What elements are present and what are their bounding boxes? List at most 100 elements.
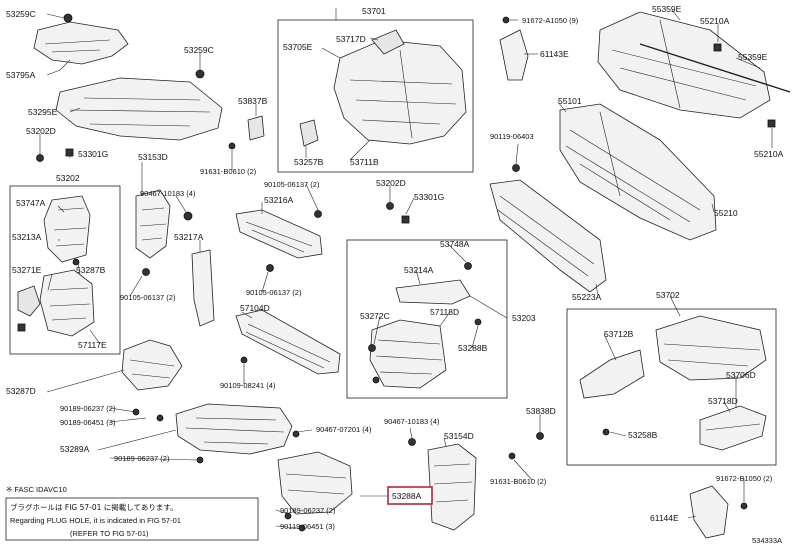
label-90119-06403[interactable]: 90119-06403 bbox=[490, 132, 534, 141]
label-53705e[interactable]: 53705E bbox=[283, 42, 313, 52]
label-53288b[interactable]: 53288B bbox=[458, 343, 488, 353]
label-53216a[interactable]: 53216A bbox=[264, 195, 294, 205]
label-53717d[interactable]: 53717D bbox=[336, 34, 366, 44]
label-53748a[interactable]: 53748A bbox=[440, 239, 470, 249]
label-53301g[interactable]: 53301G bbox=[78, 149, 108, 159]
label-53259c[interactable]: 53259C bbox=[184, 45, 214, 55]
label-53202d[interactable]: 53202D bbox=[376, 178, 406, 188]
label-91631-b0610[interactable]: 91631-B0610 (2) bbox=[200, 167, 257, 176]
label-53295e[interactable]: 53295E bbox=[28, 107, 58, 117]
label-53258b[interactable]: 53258B bbox=[628, 430, 658, 440]
part-53718d-detail bbox=[705, 423, 761, 431]
label-53795a[interactable]: 53795A bbox=[6, 70, 36, 80]
label-53213a[interactable]: 53213A bbox=[12, 232, 42, 242]
label-55210a[interactable]: 55210A bbox=[754, 149, 784, 159]
label-53287d[interactable]: 53287D bbox=[6, 386, 36, 396]
label-90189-06451[interactable]: 90189-06451 (3) bbox=[60, 418, 116, 427]
label-55101[interactable]: 55101 bbox=[558, 96, 582, 106]
label-53202d[interactable]: 53202D bbox=[26, 126, 56, 136]
label-53272c[interactable]: 53272C bbox=[360, 311, 390, 321]
part-53153d-detail bbox=[139, 207, 167, 241]
label-53706d[interactable]: 53706D bbox=[726, 370, 756, 380]
label-61144e[interactable]: 61144E bbox=[650, 513, 679, 523]
part-61144e-shape bbox=[689, 485, 729, 539]
part-53718d-shape bbox=[699, 405, 767, 451]
label-90105-06137[interactable]: 90105-06137 (2) bbox=[120, 293, 176, 302]
clip-53301g-mid bbox=[401, 215, 410, 224]
bolt-53202d-left bbox=[36, 154, 44, 162]
label-90105-06137[interactable]: 90105-06137 (2) bbox=[264, 180, 320, 189]
part-53217a-shape bbox=[191, 249, 215, 327]
label-53271e[interactable]: 53271E bbox=[12, 265, 42, 275]
label-53702[interactable]: 53702 bbox=[656, 290, 680, 300]
label-53301g[interactable]: 53301G bbox=[414, 192, 444, 202]
label-53287b[interactable]: 53287B bbox=[76, 265, 106, 275]
label-53747a[interactable]: 53747A bbox=[16, 198, 46, 208]
label-91672-b1050[interactable]: 91672-B1050 (2) bbox=[716, 474, 773, 483]
label-90189-06237[interactable]: 90189-06237 (2) bbox=[280, 506, 336, 515]
label-57104d[interactable]: 57104D bbox=[240, 303, 270, 313]
note-fasc: ※ FASC IDAVC10 bbox=[6, 485, 67, 494]
label-53257b[interactable]: 53257B bbox=[294, 157, 324, 167]
part-55101-detail bbox=[565, 111, 701, 223]
label-53718d[interactable]: 53718D bbox=[708, 396, 738, 406]
bolt-53202d-mid bbox=[386, 202, 394, 210]
label-90467-10183[interactable]: 90467-10183 (4) bbox=[384, 417, 440, 426]
highlight-box-53288a[interactable] bbox=[387, 486, 433, 505]
label-53202[interactable]: 53202 bbox=[56, 173, 80, 183]
part-57104d-detail bbox=[245, 323, 331, 369]
part-61143e-shape bbox=[499, 29, 529, 81]
part-57117e-shape bbox=[39, 269, 95, 337]
part-53153d-shape bbox=[135, 189, 171, 259]
group-box-53701 bbox=[277, 19, 474, 173]
clip-53272c bbox=[368, 344, 376, 352]
label-53203[interactable]: 53203 bbox=[512, 313, 536, 323]
label-90467-07201[interactable]: 90467-07201 (4) bbox=[316, 425, 372, 434]
label-55359e[interactable]: 55359E bbox=[652, 4, 682, 14]
label-55210a[interactable]: 55210A bbox=[700, 16, 730, 26]
label-53154d[interactable]: 53154D bbox=[444, 431, 474, 441]
bolt-90467-a bbox=[183, 211, 193, 221]
label-53838d[interactable]: 53838D bbox=[526, 406, 556, 416]
clip-53287b bbox=[72, 258, 80, 266]
label-55210[interactable]: 55210 bbox=[714, 208, 738, 218]
label-53259c[interactable]: 53259C bbox=[6, 9, 36, 19]
bolt-91672-a bbox=[502, 16, 510, 24]
label-53153d[interactable]: 53153D bbox=[138, 152, 168, 162]
label-61143e[interactable]: 61143E bbox=[540, 49, 569, 59]
label-90467-10183[interactable]: 90467-10183 (4) bbox=[140, 189, 196, 198]
part-53154d-shape bbox=[427, 443, 477, 531]
label-53712b[interactable]: 53712B bbox=[604, 329, 634, 339]
label-55359e[interactable]: 55359E bbox=[738, 52, 768, 62]
label-53217a[interactable]: 53217A bbox=[174, 232, 204, 242]
part-53216a-detail bbox=[245, 221, 313, 253]
label-57117e[interactable]: 57117E bbox=[78, 340, 107, 350]
label-90105-06137[interactable]: 90105-06137 (2) bbox=[246, 288, 302, 297]
part-55223a-shape bbox=[489, 179, 607, 293]
bolt-91672-b bbox=[740, 502, 748, 510]
part-labels: 53259C 53795A 53259C 53295E 53202D 53301… bbox=[6, 4, 784, 545]
label-53288a-highlighted[interactable]: 53288A bbox=[392, 491, 422, 501]
plug-hole-note-box bbox=[5, 497, 259, 541]
leader-lines bbox=[39, 8, 773, 529]
label-90109-08241[interactable]: 90109-08241 (4) bbox=[220, 381, 276, 390]
clip-53838d bbox=[536, 432, 544, 440]
label-91672-a1050[interactable]: 91672-A1050 (9) bbox=[522, 16, 579, 25]
label-90189-06237[interactable]: 90189-06237 (2) bbox=[114, 454, 170, 463]
label-57118d[interactable]: 57118D bbox=[430, 307, 459, 317]
label-91631-b0610[interactable]: 91631-B0610 (2) bbox=[490, 477, 547, 486]
label-90189-06237[interactable]: 90189-06237 (2) bbox=[60, 404, 116, 413]
label-53711b[interactable]: 53711B bbox=[350, 157, 379, 167]
clip-91631-a bbox=[228, 142, 236, 150]
label-55223a[interactable]: 55223A bbox=[572, 292, 602, 302]
label-90119-06451[interactable]: 90119-06451 (3) bbox=[280, 522, 335, 531]
label-534333a: 534333A bbox=[752, 536, 782, 545]
label-53289a[interactable]: 53289A bbox=[60, 444, 90, 454]
label-53837b[interactable]: 53837B bbox=[238, 96, 268, 106]
label-53214a[interactable]: 53214A bbox=[404, 265, 434, 275]
clip-53748a bbox=[464, 262, 472, 270]
part-53214a-shape bbox=[395, 279, 471, 305]
label-53701[interactable]: 53701 bbox=[362, 6, 386, 16]
